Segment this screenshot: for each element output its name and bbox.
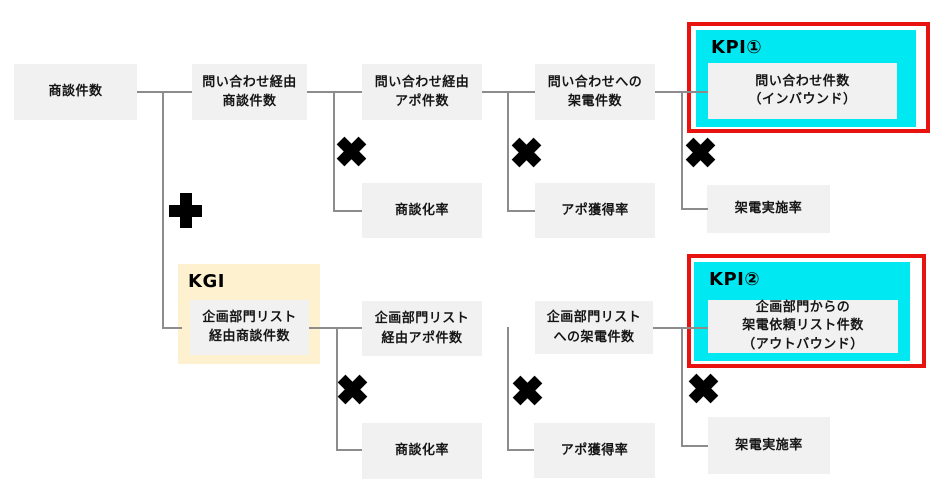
node-appointment-rate-bottom: アポ獲得率 bbox=[534, 423, 655, 478]
node-call-execution-rate-bottom: 架電実施率 bbox=[708, 417, 830, 474]
connector-root-to-kgi bbox=[162, 327, 182, 329]
connector bbox=[507, 327, 509, 450]
node-inquiry-call-count: 問い合わせへの 架電件数 bbox=[535, 64, 655, 120]
node-inquiry-count-inbound: 問い合わせ件数 （インバウンド） bbox=[708, 63, 897, 119]
connector bbox=[653, 327, 708, 329]
node-call-execution-rate-top: 架電実施率 bbox=[707, 185, 830, 233]
connector bbox=[336, 449, 362, 451]
plus-operator-icon bbox=[169, 193, 202, 228]
multiply-operator-icon bbox=[330, 130, 374, 174]
connector bbox=[507, 210, 535, 212]
kpi1-highlight: KPI① 問い合わせ件数 （インバウンド） bbox=[696, 30, 916, 127]
icon-bar bbox=[179, 193, 192, 228]
connector-branch bbox=[162, 91, 164, 328]
connector bbox=[309, 327, 362, 329]
connector bbox=[507, 91, 509, 211]
node-appointment-rate-top: アポ獲得率 bbox=[535, 183, 655, 238]
connector bbox=[507, 449, 534, 451]
node-deal-conversion-rate-top: 商談化率 bbox=[362, 183, 482, 238]
connector-root-to-inbound bbox=[137, 91, 192, 93]
multiply-operator-icon bbox=[682, 367, 726, 411]
connector bbox=[333, 210, 362, 212]
node-planning-list-call-count: 企画部門リスト への架電件数 bbox=[535, 301, 653, 354]
connector bbox=[307, 91, 362, 93]
connector bbox=[482, 91, 535, 93]
multiply-operator-icon bbox=[679, 131, 723, 175]
node-deal-conversion-rate-bottom: 商談化率 bbox=[362, 423, 482, 479]
connector bbox=[336, 327, 338, 450]
kgi-title: KGI bbox=[188, 271, 225, 292]
kpi2-group: KPI② 企画部門からの 架電依頼リスト件数 （アウトバウンド） bbox=[687, 254, 926, 368]
node-inquiry-deal-count: 問い合わせ経由 商談件数 bbox=[192, 64, 307, 120]
node-planning-list-deal-count: 企画部門リスト 経由商談件数 bbox=[190, 300, 309, 355]
kpi1-title: KPI① bbox=[711, 37, 763, 58]
connector bbox=[681, 327, 683, 446]
connector bbox=[333, 91, 335, 211]
connector bbox=[681, 91, 683, 209]
node-call-request-list-outbound: 企画部門からの 架電依頼リスト件数 （アウトバウンド） bbox=[708, 300, 898, 353]
multiply-operator-icon bbox=[505, 131, 549, 175]
kgi-group: KGI 企画部門リスト 経由商談件数 bbox=[178, 264, 320, 364]
kpi2-title: KPI② bbox=[709, 269, 761, 290]
multiply-operator-icon bbox=[506, 369, 550, 413]
kpi1-group: KPI① 問い合わせ件数 （インバウンド） bbox=[687, 22, 930, 133]
kpi2-highlight: KPI② 企画部門からの 架電依頼リスト件数 （アウトバウンド） bbox=[694, 262, 910, 361]
node-planning-list-appointment-count: 企画部門リスト 経由アポ件数 bbox=[362, 301, 482, 356]
node-deal-count: 商談件数 bbox=[14, 64, 137, 120]
connector bbox=[681, 208, 708, 210]
node-inquiry-appointment-count: 問い合わせ経由 アポ件数 bbox=[362, 64, 482, 120]
connector bbox=[681, 445, 708, 447]
